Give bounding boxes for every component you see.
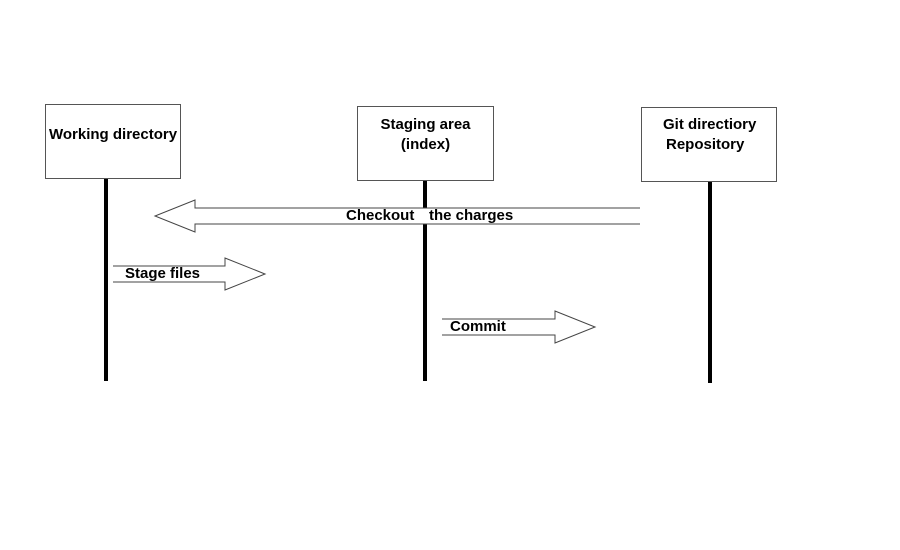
stage-files-label: Stage files <box>125 265 201 282</box>
lifeline-git-repository <box>708 181 712 383</box>
participant-label: Git directiory <box>663 116 757 133</box>
participant-working-directory: Working directory <box>45 104 181 179</box>
participant-label: (index) <box>400 136 451 153</box>
stage-files-arrow <box>113 257 267 291</box>
lifeline-staging-area <box>423 180 427 381</box>
commit-arrow <box>442 310 597 344</box>
checkout-arrow <box>153 199 640 233</box>
participant-label: Staging area <box>380 116 471 133</box>
participant-staging-area: Staging area (index) <box>357 106 494 181</box>
participant-git-repository: Git directiory Repository <box>641 107 777 182</box>
lifeline-working-directory <box>104 179 108 381</box>
participant-label: Working directory <box>49 126 178 143</box>
commit-label: Commit <box>450 318 506 335</box>
checkout-label-continued: the charges <box>429 207 514 224</box>
participant-label: Repository <box>666 136 745 153</box>
checkout-label: Checkout <box>346 207 415 224</box>
